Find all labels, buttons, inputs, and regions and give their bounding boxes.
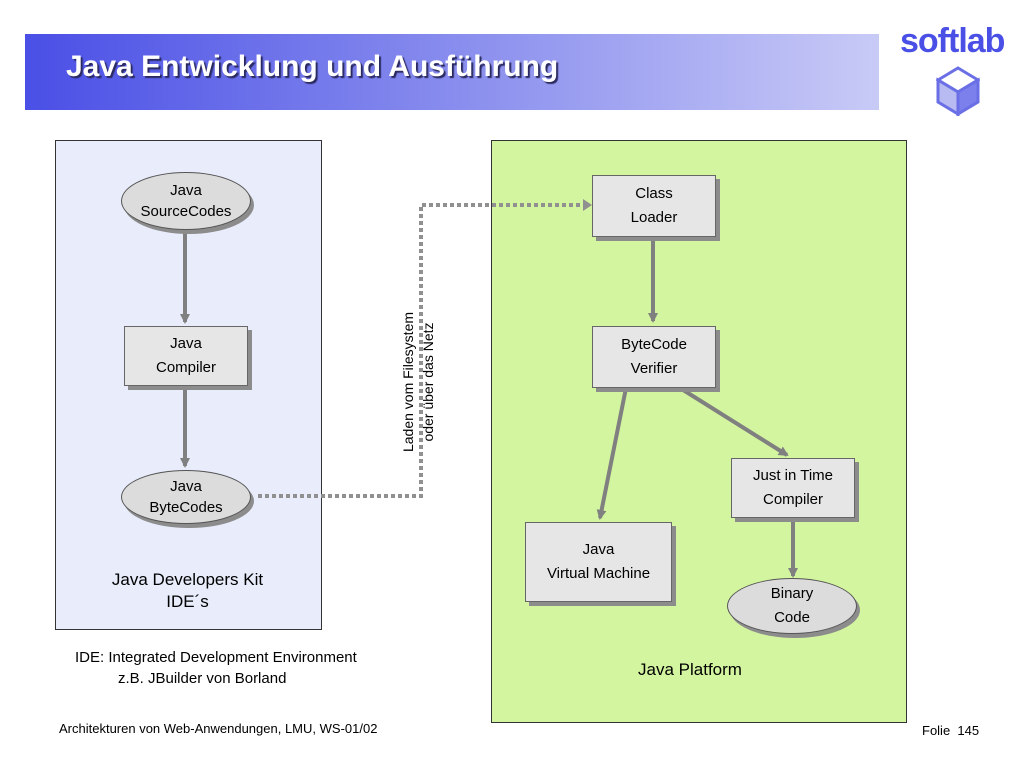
node-label: Compiler <box>762 491 823 508</box>
title-bar <box>25 34 879 110</box>
node-label: Java <box>582 541 615 558</box>
ide-note-line2: z.B. JBuilder von Borland <box>118 670 287 687</box>
node-label: SourceCodes <box>140 203 232 220</box>
node-label: Class <box>635 185 673 202</box>
node-label: Java <box>170 182 202 199</box>
node-label: Verifier <box>630 360 678 377</box>
node-label: Binary <box>770 585 814 602</box>
cube-logo-icon <box>936 66 980 116</box>
java-bytecodes-node: Java ByteCodes <box>121 470 251 524</box>
node-label: ByteCodes <box>149 499 223 516</box>
class-loader-node: Class Loader <box>592 175 716 237</box>
arrow-verifier-to-jit <box>678 386 789 457</box>
node-label: Just in Time <box>752 467 834 484</box>
dotted-transfer-path <box>258 203 583 498</box>
java-sourcecodes-node: Java SourceCodes <box>121 172 251 230</box>
jdk-caption-line: IDE´s <box>166 592 209 611</box>
jvm-node: Java Virtual Machine <box>525 522 672 602</box>
jdk-caption-line: Java Developers Kit <box>111 570 264 589</box>
transfer-label-line: oder über das Netz <box>420 322 436 442</box>
binary-code-node: Binary Code <box>727 578 857 634</box>
slide-title: Java Entwicklung und Ausführung <box>66 50 559 83</box>
java-compiler-node: Java Compiler <box>124 326 248 386</box>
footer-course: Architekturen von Web-Anwendungen, LMU, … <box>59 721 378 736</box>
java-platform-caption: Java Platform <box>638 660 742 679</box>
ide-note-line1: IDE: Integrated Development Environment <box>75 649 357 666</box>
transfer-label-line: Laden vom Filesystem <box>400 311 416 453</box>
node-label: Virtual Machine <box>546 565 651 582</box>
transfer-arrowhead <box>583 199 592 211</box>
footer-slide-label: Folie <box>922 723 951 738</box>
arrow-verifier-to-jvm <box>596 387 628 520</box>
logo-text: softlab <box>900 22 1005 60</box>
footer-page-number: 145 <box>957 723 980 738</box>
node-label: Compiler <box>155 359 216 376</box>
node-label: Java <box>170 335 202 352</box>
node-label: Java <box>170 478 202 495</box>
node-label: ByteCode <box>621 336 687 353</box>
transfer-label: Laden vom Filesystem oder über das Netz <box>398 282 442 482</box>
bytecode-verifier-node: ByteCode Verifier <box>592 326 716 388</box>
jdk-caption: Java Developers Kit IDE´s <box>55 569 320 613</box>
jit-compiler-node: Just in Time Compiler <box>731 458 855 518</box>
footer-slide-number: Folie 145 <box>922 723 979 738</box>
node-label: Code <box>774 609 810 626</box>
node-label: Loader <box>630 209 678 226</box>
